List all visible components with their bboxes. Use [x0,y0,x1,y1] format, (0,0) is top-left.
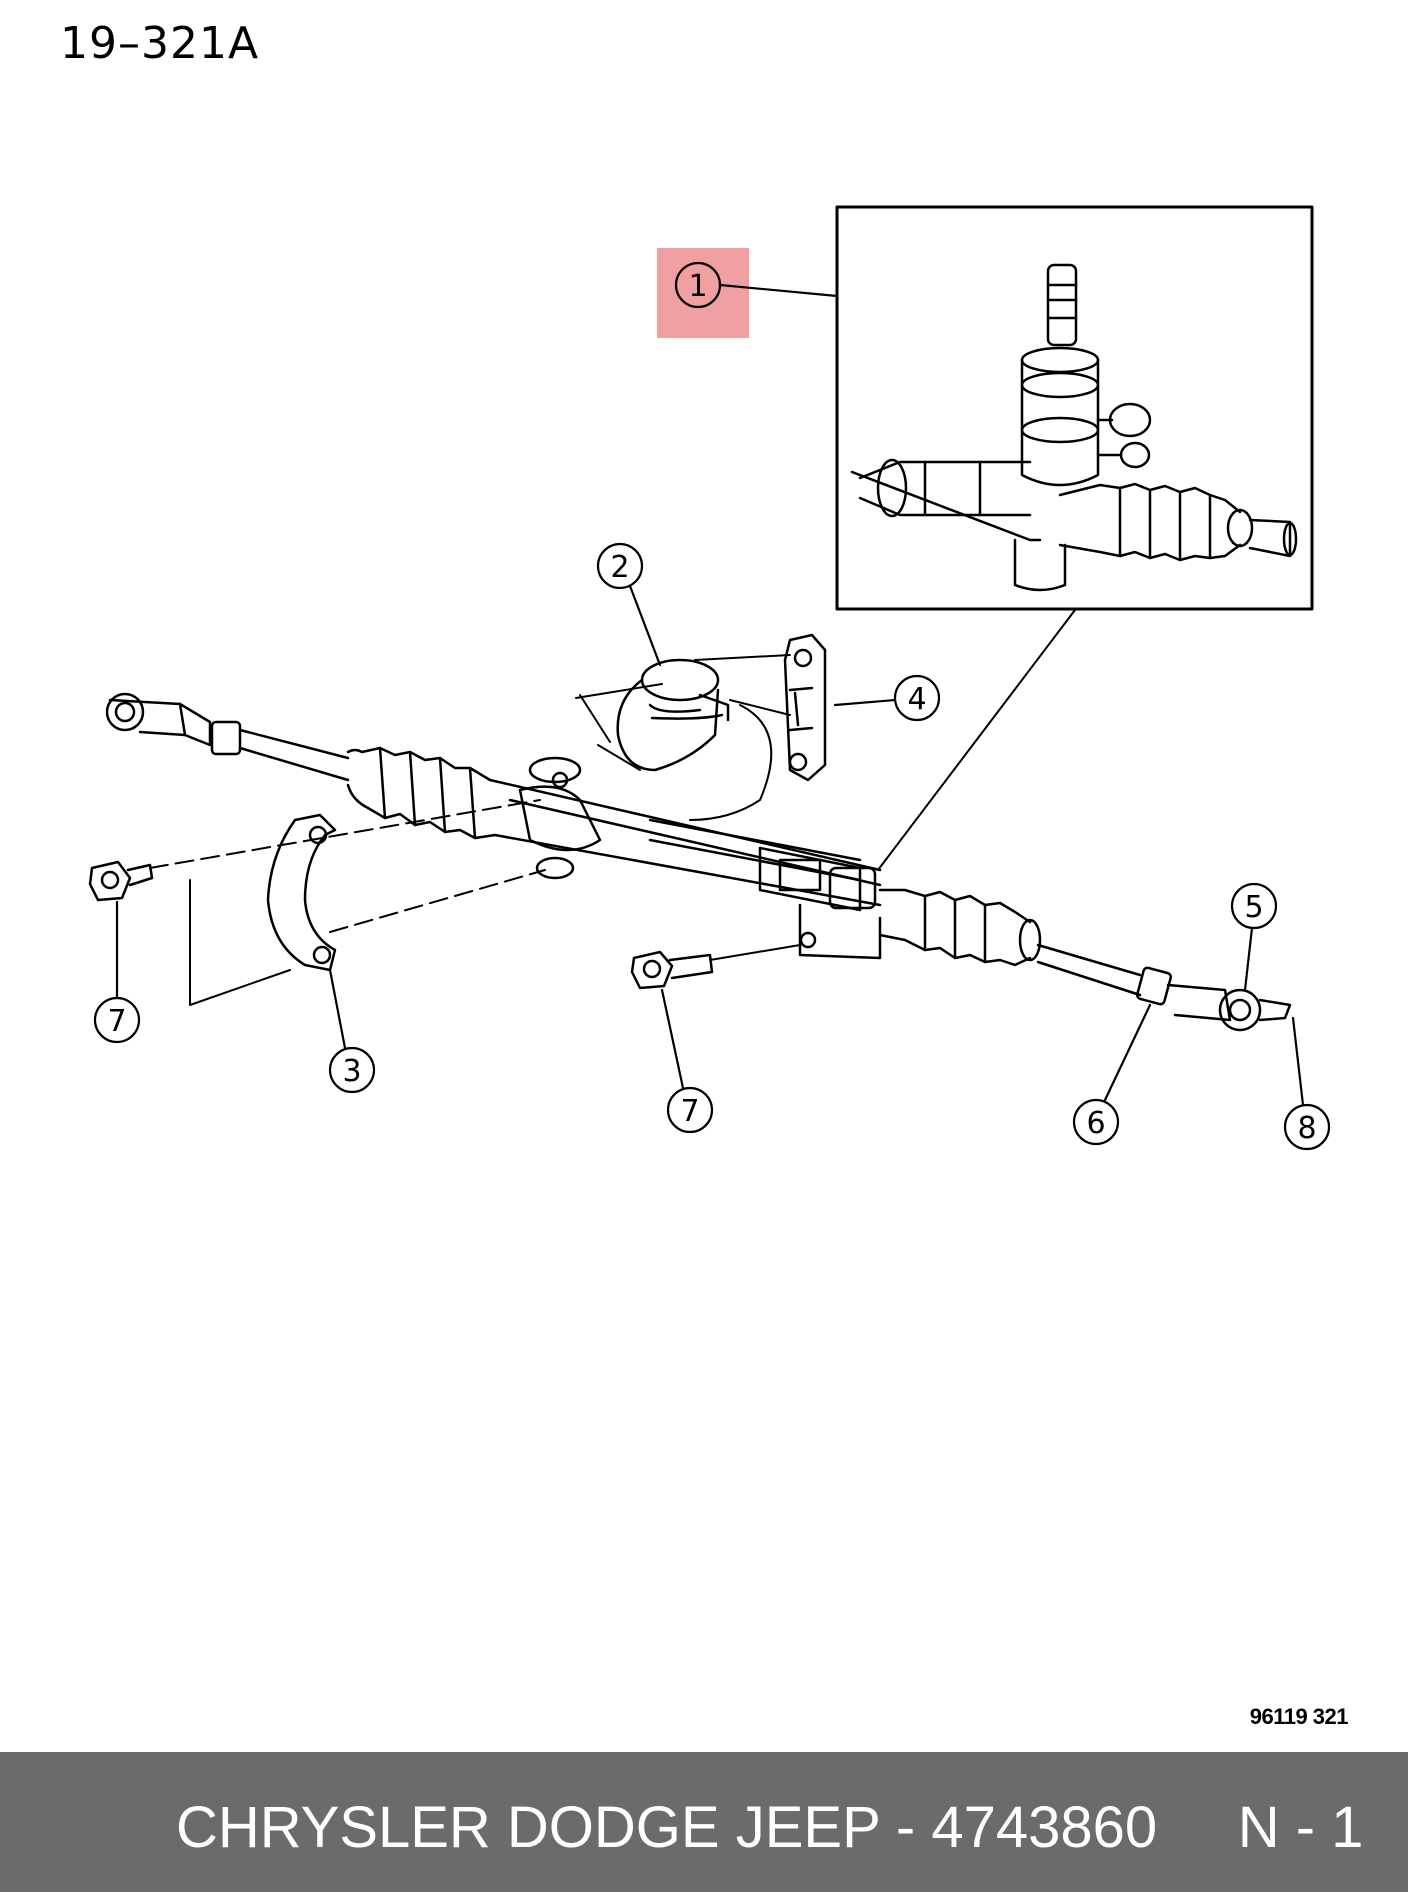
callout-3: 3 [328,968,376,1094]
footer-brand: CHRYSLER DODGE JEEP [176,1795,880,1860]
callout-7-left: 7 [93,900,141,1044]
callout-7-left-label: 7 [107,1004,126,1039]
bolt-left [90,862,152,900]
bracket-4 [785,635,825,780]
callout-5: 5 [1230,882,1278,992]
callouts: 1 2 3 4 5 6 [93,261,1331,1151]
callout-3-label: 3 [342,1054,361,1089]
footer-position: N - 1 [1237,1795,1364,1860]
callout-6: 6 [1072,1003,1152,1146]
callout-1: 1 [674,261,839,309]
assembly-lines [149,654,801,1006]
callout-6-label: 6 [1086,1106,1105,1141]
drawing-code: 96119 321 [1249,1704,1349,1729]
callout-8: 8 [1283,1016,1331,1151]
callout-5-label: 5 [1244,890,1263,925]
footer-bar: CHRYSLER DODGE JEEP - 4743860 N - 1 [0,1752,1408,1892]
rack-assembly [107,694,1290,1030]
callout-8-label: 8 [1297,1111,1316,1146]
callout-7-center: 7 [660,988,714,1134]
callout-7-center-label: 7 [680,1094,699,1129]
callout-4-label: 4 [907,682,926,717]
bracket-3 [268,815,335,970]
footer-separator: - [895,1795,916,1860]
inset-leader [877,609,1076,871]
callout-4: 4 [833,674,941,722]
footer-part-number: 4743860 [931,1795,1158,1860]
bolt-center [632,952,712,988]
footer-text: CHRYSLER DODGE JEEP - 4743860 N - 1 [176,1794,1363,1861]
isolator-bushing [618,660,728,770]
callout-2-label: 2 [610,550,629,585]
callout-2: 2 [596,542,662,667]
inset-detail [837,207,1312,609]
callout-1-label: 1 [688,269,707,304]
diagram-id: 19–321A [60,18,260,69]
